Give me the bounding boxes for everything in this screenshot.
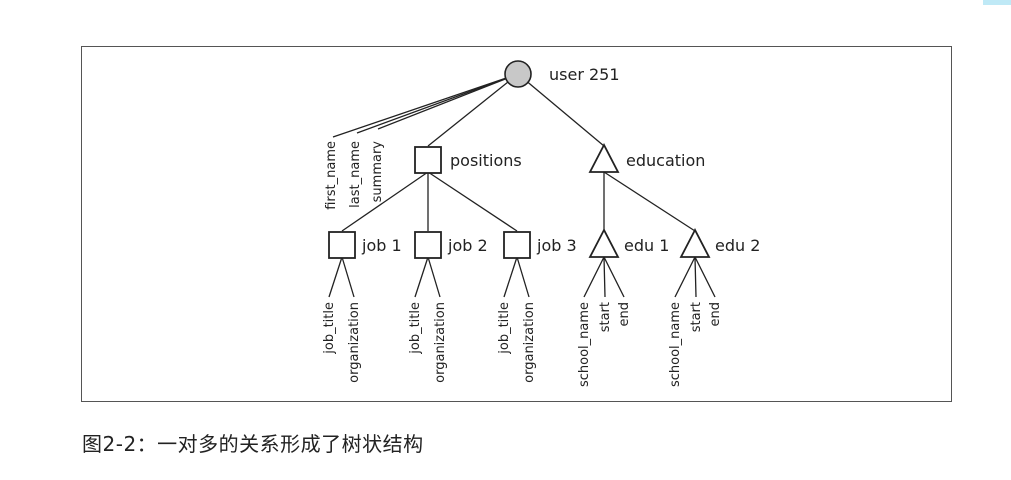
diagram-frame bbox=[81, 46, 952, 402]
education-label: education bbox=[626, 151, 705, 170]
field-label-organization: organization bbox=[433, 302, 448, 383]
edge-education-child bbox=[603, 171, 696, 232]
field-label-summary: summary bbox=[370, 141, 385, 203]
edge-field bbox=[414, 256, 429, 298]
edge-root-positions bbox=[427, 73, 519, 147]
child-label: edu 1 bbox=[624, 236, 669, 255]
field-label-first-name: first_name bbox=[324, 141, 339, 210]
edge-field bbox=[328, 256, 343, 298]
child-label: job 3 bbox=[536, 236, 577, 255]
field-label-start: start bbox=[598, 302, 613, 332]
field-label-school-name: school_name bbox=[577, 302, 592, 387]
root-field-edge bbox=[332, 73, 519, 138]
child-node-square bbox=[503, 231, 531, 259]
child-label: job 2 bbox=[447, 236, 488, 255]
root-field-edge bbox=[356, 73, 519, 134]
child-label: job 1 bbox=[361, 236, 402, 255]
child-label: edu 2 bbox=[715, 236, 760, 255]
edge-field bbox=[694, 256, 716, 298]
edge-field bbox=[694, 256, 697, 298]
edge-field bbox=[583, 256, 605, 298]
root-field-edge bbox=[377, 73, 519, 130]
field-label-end: end bbox=[617, 302, 632, 327]
edge-field bbox=[516, 256, 530, 298]
field-label-organization: organization bbox=[347, 302, 362, 383]
child-node-triangle bbox=[679, 228, 711, 258]
edge-field bbox=[674, 256, 696, 298]
field-label-start: start bbox=[689, 302, 704, 332]
edge-field bbox=[341, 256, 355, 298]
edge-field bbox=[603, 256, 606, 298]
field-label-last-name: last_name bbox=[348, 141, 363, 208]
positions-node bbox=[414, 146, 442, 174]
edge-field bbox=[427, 256, 441, 298]
root-node bbox=[504, 60, 532, 88]
field-label-job-title: job_title bbox=[408, 302, 423, 355]
child-node-square bbox=[414, 231, 442, 259]
field-label-school-name: school_name bbox=[668, 302, 683, 387]
child-node-triangle bbox=[588, 228, 620, 258]
positions-label: positions bbox=[450, 151, 522, 170]
edge-field bbox=[503, 256, 518, 298]
edge-field bbox=[603, 256, 625, 298]
root-label: user 251 bbox=[549, 65, 620, 84]
field-label-job-title: job_title bbox=[497, 302, 512, 355]
field-label-job-title: job_title bbox=[322, 302, 337, 355]
child-node-square bbox=[328, 231, 356, 259]
edge-positions-child bbox=[341, 171, 429, 232]
edge-root-education bbox=[517, 73, 605, 147]
corner-mark bbox=[983, 0, 1011, 5]
edge-positions-child bbox=[427, 171, 518, 232]
field-label-end: end bbox=[708, 302, 723, 327]
figure-caption: 图2-2：一对多的关系形成了树状结构 bbox=[82, 432, 424, 456]
field-label-organization: organization bbox=[522, 302, 537, 383]
education-node bbox=[588, 143, 620, 173]
